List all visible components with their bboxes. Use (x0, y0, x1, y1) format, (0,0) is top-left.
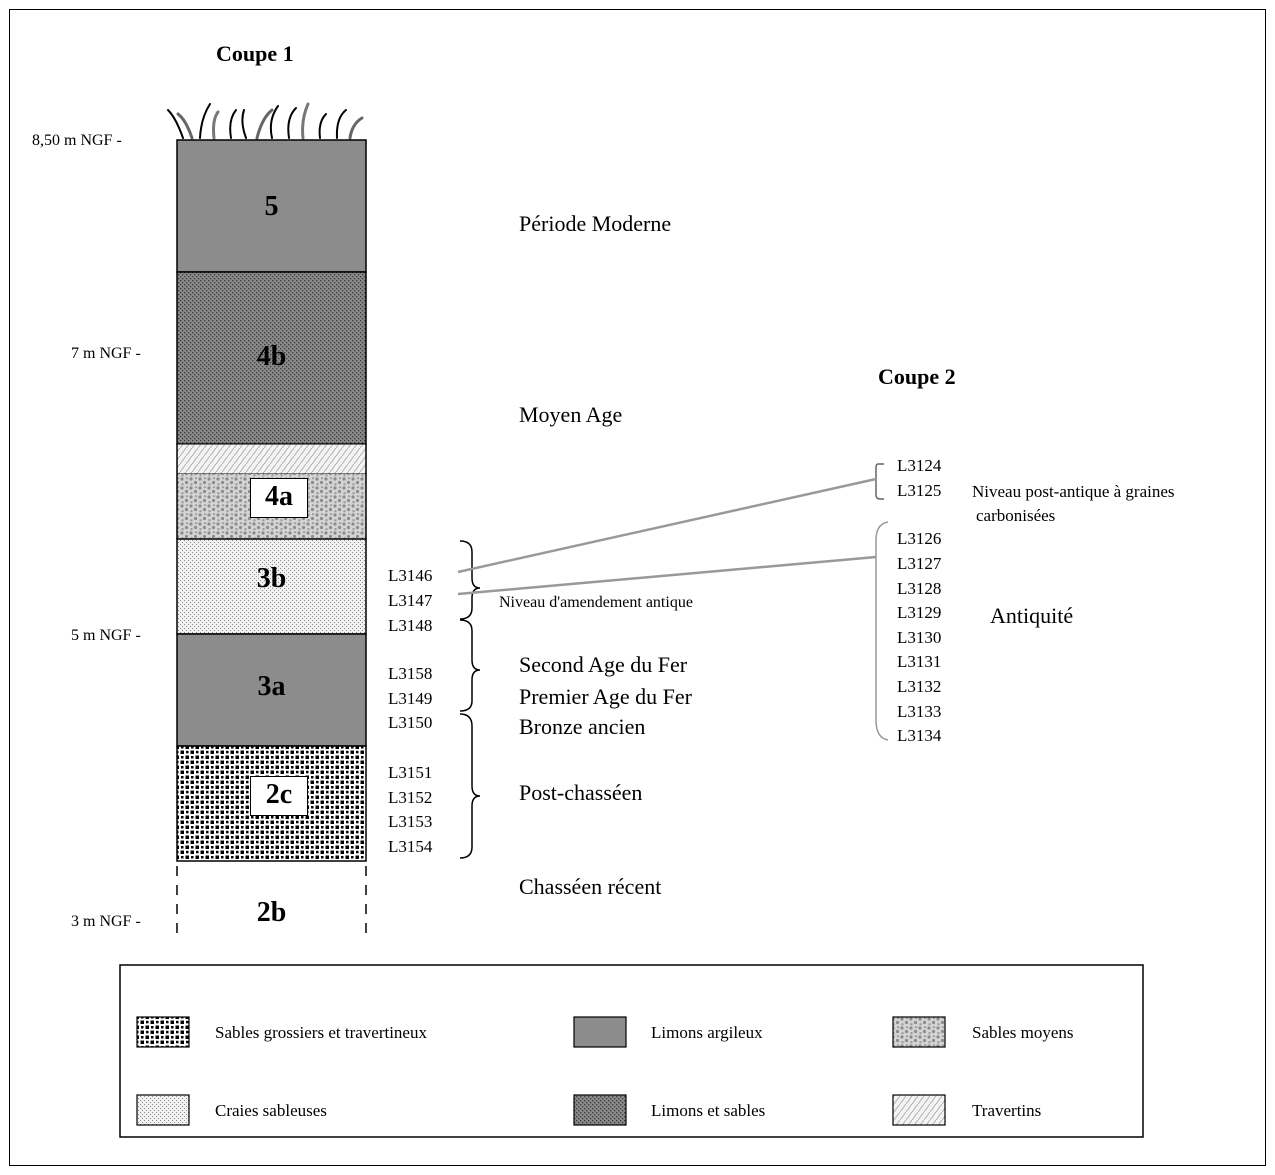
coupe1-title: Coupe 1 (216, 41, 294, 66)
layer-code: L3148 (388, 616, 433, 635)
legend-label: Sables grossiers et travertineux (215, 1023, 427, 1042)
legend-swatch-coarse-sand (136, 1016, 190, 1048)
post-antique-note: Niveau post-antique à graines (972, 482, 1175, 501)
coupe2-title: Coupe 2 (878, 364, 956, 389)
braces (459, 463, 889, 859)
layer-code: L3158 (388, 664, 433, 683)
layer-label-2c: 2c (250, 776, 308, 816)
layer-code: L3129 (897, 603, 942, 622)
period-label: Post-chasséen (519, 780, 643, 805)
period-label: Second Age du Fer (519, 652, 688, 677)
layer-code: L3150 (388, 713, 433, 732)
layer-travertin-band (176, 443, 367, 475)
elevation-label: 8,50 m NGF - (32, 132, 122, 149)
legend-swatch-medium-sand (892, 1016, 946, 1048)
layer-label-3a: 3a (257, 671, 286, 702)
layer-3b-fill (176, 538, 367, 635)
legend-label: Limons argileux (651, 1023, 763, 1042)
layer-code: L3149 (388, 689, 433, 708)
layer-code: L3133 (897, 702, 942, 721)
legend-swatch-clay-silt (573, 1016, 627, 1048)
bracket-coupe2-top (875, 463, 884, 500)
layer-code: L3147 (388, 591, 433, 610)
period-label: Premier Age du Fer (519, 684, 692, 709)
period-label-antiquite: Antiquité (990, 603, 1074, 628)
legend-swatch-sandy-chalk (136, 1094, 190, 1126)
legend-swatch-silt-sand (573, 1094, 627, 1126)
legend-label: Travertins (972, 1101, 1042, 1120)
legend-label: Limons et sables (651, 1101, 766, 1120)
layer-label-2b: 2b (256, 897, 287, 928)
brace-3a (459, 619, 481, 712)
bracket-coupe2-bottom (875, 521, 889, 741)
elevation-label: 3 m NGF - (71, 913, 141, 930)
layer-code: L3153 (388, 812, 433, 831)
period-label: Période Moderne (519, 211, 672, 236)
period-label: Chasséen récent (519, 874, 662, 899)
legend-box (119, 964, 1144, 1138)
brace-3b (459, 540, 481, 620)
legend-swatch-travertine (892, 1094, 946, 1126)
connector-line-lower (457, 555, 877, 596)
layer-5-fill (176, 139, 367, 273)
layer-code: L3152 (388, 788, 433, 807)
layer-label-4a: 4a (250, 478, 308, 518)
layer-code: L3131 (897, 652, 942, 671)
legend-label: Sables moyens (972, 1023, 1074, 1042)
layer-code: L3134 (897, 726, 942, 745)
elevation-label: 5 m NGF - (71, 627, 141, 644)
layer-code: L3127 (897, 554, 942, 573)
layer-code: L3146 (388, 566, 433, 585)
legend-label: Craies sableuses (215, 1101, 327, 1120)
layer-label-4b: 4b (256, 341, 287, 372)
layer-code: L3154 (388, 837, 433, 856)
period-label: Bronze ancien (519, 714, 646, 739)
layer-code: L3126 (897, 529, 942, 548)
grass-icon (167, 102, 364, 140)
layer-label-5: 5 (264, 191, 279, 222)
layer-code: L3125 (897, 481, 942, 500)
brace-2c (459, 713, 481, 859)
connector-line-upper (457, 477, 877, 574)
layer-code: L3132 (897, 677, 942, 696)
post-antique-note: carbonisées (976, 506, 1056, 525)
layer-label-3b: 3b (256, 563, 287, 594)
layer-code: L3124 (897, 456, 942, 475)
layer-code: L3130 (897, 628, 942, 647)
layer-code: L3151 (388, 763, 433, 782)
figure-frame (9, 9, 1266, 1166)
period-label: Moyen Age (519, 402, 623, 427)
layer-code: L3128 (897, 579, 942, 598)
elevation-label: 7 m NGF - (71, 345, 141, 362)
amendement-annotation: Niveau d'amendement antique (499, 594, 693, 611)
